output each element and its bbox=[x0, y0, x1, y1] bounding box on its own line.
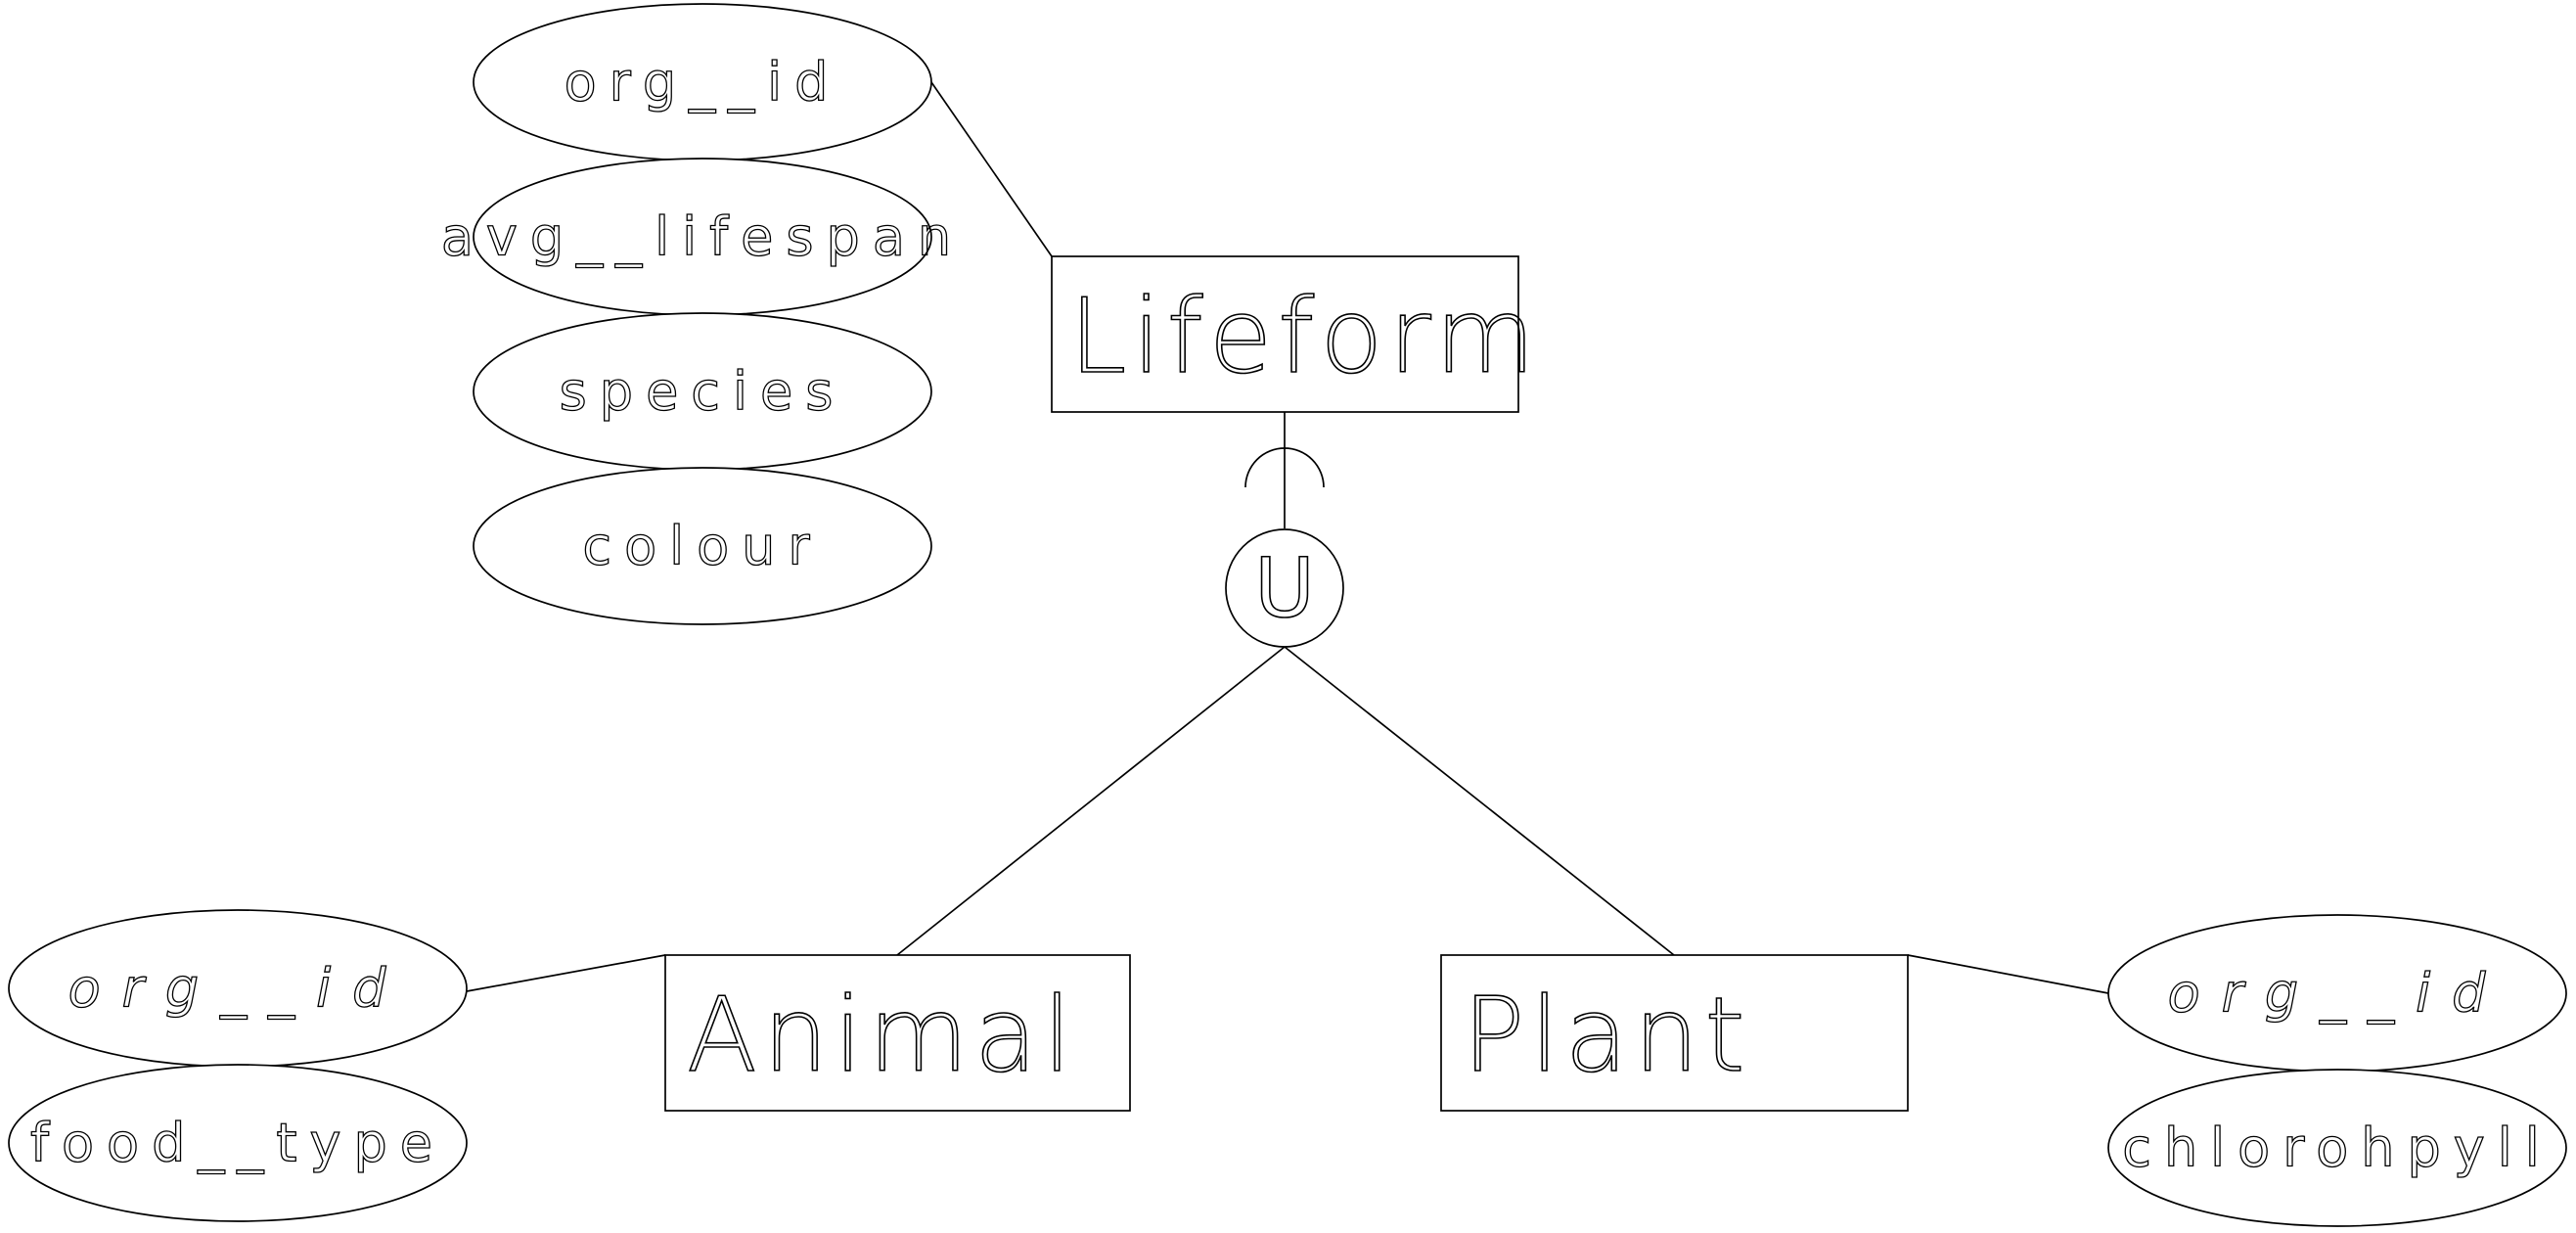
entity-box bbox=[664, 954, 1131, 1112]
union-to-plant-connector bbox=[1284, 646, 1675, 956]
attribute-org-id: org__id bbox=[473, 3, 932, 161]
attribute-label: org__id bbox=[565, 52, 841, 114]
attribute-label: colour bbox=[582, 516, 822, 577]
union-to-animal-connector bbox=[896, 646, 1286, 956]
entity-label: Animal bbox=[687, 976, 1077, 1095]
plant-attributes: org__id chlorohpyll bbox=[2107, 914, 2567, 1227]
attribute-label: species bbox=[560, 361, 846, 423]
attribute-ellipse bbox=[2107, 1069, 2567, 1227]
attribute-label: org__id bbox=[2168, 963, 2508, 1025]
attribute-label: avg__lifespan bbox=[441, 206, 964, 268]
animal-attributes: org__id food__type bbox=[8, 909, 468, 1222]
connector-lines bbox=[466, 81, 2109, 994]
attribute-ellipse bbox=[8, 1064, 468, 1222]
attribute-label: chlorohpyll bbox=[2122, 1118, 2552, 1179]
plant-org-id-connector bbox=[1907, 954, 2109, 994]
entity-animal: Animal bbox=[664, 954, 1131, 1112]
lifeform-org-id-connector bbox=[930, 81, 1053, 257]
subset-symbol bbox=[1244, 447, 1325, 488]
attribute-label: food__type bbox=[30, 1113, 445, 1174]
attribute-plant-org-id: org__id bbox=[2107, 914, 2567, 1073]
attribute-label: org__id bbox=[68, 958, 408, 1020]
union-label: U bbox=[1254, 540, 1314, 636]
union-node: U bbox=[1225, 528, 1344, 648]
attribute-avg-lifespan: avg__lifespan bbox=[440, 158, 964, 316]
lifeform-attributes: org__id avg__lifespan species colour bbox=[440, 3, 964, 625]
entity-box bbox=[1440, 954, 1909, 1112]
entity-box bbox=[1051, 255, 1519, 413]
attribute-animal-org-id: org__id bbox=[8, 909, 468, 1068]
attribute-colour: colour bbox=[473, 467, 932, 625]
union-circle bbox=[1225, 528, 1344, 648]
attribute-ellipse bbox=[473, 467, 932, 625]
entity-label: Lifeform bbox=[1069, 277, 1541, 396]
entity-lifeform: Lifeform bbox=[1051, 255, 1541, 413]
attribute-food-type: food__type bbox=[8, 1064, 468, 1222]
entity-plant: Plant bbox=[1440, 954, 1909, 1112]
entity-label: Plant bbox=[1463, 976, 1751, 1095]
attribute-chlorophyll: chlorohpyll bbox=[2107, 1069, 2567, 1227]
attribute-species: species bbox=[473, 312, 932, 471]
animal-org-id-connector bbox=[466, 954, 666, 992]
